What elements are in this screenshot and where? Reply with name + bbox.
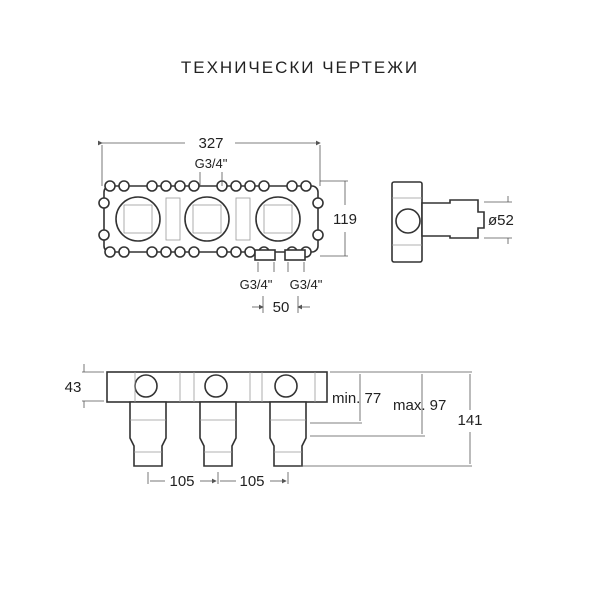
outlet-thread-label-left: G3/4" (240, 277, 273, 292)
valve-leg (199, 401, 237, 467)
valve-leg (129, 401, 167, 467)
lug (300, 180, 312, 192)
depth-dimension: 43 (65, 379, 82, 396)
lug (312, 197, 324, 209)
lug (244, 180, 256, 192)
width-dimension: 327 (198, 135, 223, 152)
diameter-dimension: ø52 (488, 212, 514, 229)
top-view: 327 G3/4" 119 G3/4" G3/4" 50 (98, 135, 357, 316)
min-depth-dimension: min. 77 (332, 390, 381, 407)
outlet-spacing-dimension: 50 (273, 299, 290, 316)
lug (98, 229, 110, 241)
lug (160, 246, 172, 258)
side-view: ø52 (391, 181, 514, 263)
max-depth-dimension: max. 97 (393, 397, 446, 414)
lug (104, 246, 116, 258)
lug (174, 180, 186, 192)
page-title: ТЕХНИЧЕСКИ ЧЕРТЕЖИ (180, 58, 420, 77)
spacing-dimension-left: 105 (169, 473, 194, 490)
inlet-thread-label: G3/4" (195, 156, 228, 171)
lug (118, 180, 130, 192)
valve-leg (269, 401, 307, 467)
lug (104, 180, 116, 192)
height-dimension: 119 (333, 211, 357, 228)
lug (146, 180, 158, 192)
lug (118, 246, 130, 258)
outlet-thread-label-right: G3/4" (290, 277, 323, 292)
spacing-dimension-right: 105 (239, 473, 264, 490)
lug (312, 229, 324, 241)
lug (258, 180, 270, 192)
lug (188, 180, 200, 192)
lug (216, 246, 228, 258)
lug (230, 246, 242, 258)
lug (286, 180, 298, 192)
lug (174, 246, 186, 258)
lug (160, 180, 172, 192)
lug (146, 246, 158, 258)
total-depth-dimension: 141 (457, 412, 482, 429)
lug (188, 246, 200, 258)
front-view: 43 min. 77 max. 97 141 105 105 (65, 364, 483, 490)
lug (244, 246, 256, 258)
lug (98, 197, 110, 209)
lug (230, 180, 242, 192)
